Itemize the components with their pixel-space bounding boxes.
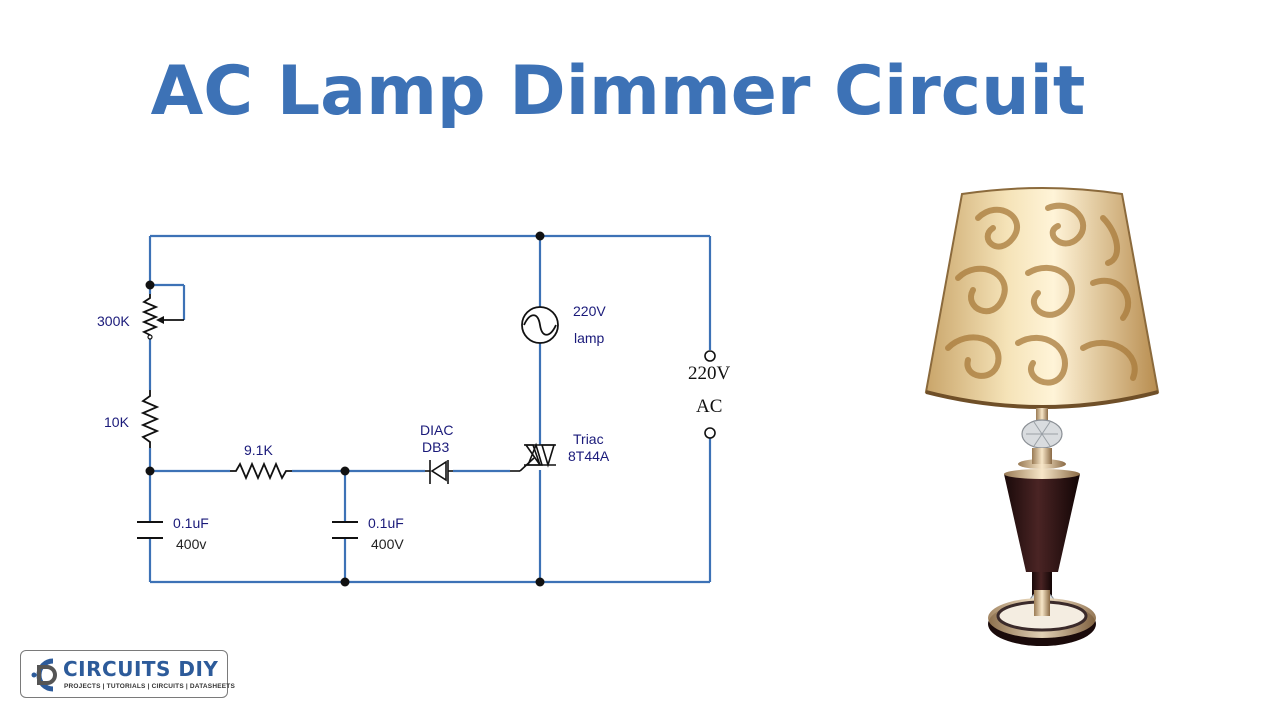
lamp-name-label: lamp	[574, 330, 605, 346]
resistor-10k	[140, 390, 160, 448]
triac-symbol	[510, 442, 556, 472]
cap2-voltage-label: 400V	[371, 536, 404, 552]
cap1-voltage-label: 400v	[176, 536, 206, 552]
lamp-symbol	[521, 306, 559, 344]
source-type-label: AC	[696, 396, 722, 417]
capacitor-2	[332, 521, 358, 539]
source-voltage-label: 220V	[688, 363, 731, 384]
cap2-value-label: 0.1uF	[368, 515, 404, 531]
lamp-voltage-label: 220V	[573, 303, 606, 319]
diac-part-label: DB3	[422, 439, 449, 455]
triac-part-label: 8T44A	[568, 448, 610, 464]
logo-tagline: PROJECTS | TUTORIALS | CIRCUITS | DATASH…	[64, 683, 235, 690]
ac-terminals	[704, 350, 716, 439]
potentiometer-300k	[141, 294, 184, 340]
resistor-9k1-label: 9.1K	[244, 442, 273, 458]
table-lamp-photo	[924, 187, 1160, 646]
logo-brand-text: CIRCUITS DIY	[63, 657, 219, 681]
diac-name-label: DIAC	[420, 422, 453, 438]
circuit-diagram: 300K 10K 9.1K 0.1uF 400v 0.1uF 400V DIAC…	[97, 231, 731, 587]
diac-symbol	[425, 460, 453, 484]
capacitor-1	[137, 521, 163, 539]
resistor-9k1	[230, 461, 292, 481]
pot-label: 300K	[97, 313, 130, 329]
triac-name-label: Triac	[573, 431, 604, 447]
resistor-10k-label: 10K	[104, 414, 130, 430]
cap1-value-label: 0.1uF	[173, 515, 209, 531]
page-title: AC Lamp Dimmer Circuit	[150, 52, 1086, 131]
circuits-diy-logo-icon	[31, 658, 57, 692]
circuits-diy-logo[interactable]: CIRCUITS DIY PROJECTS | TUTORIALS | CIRC…	[20, 650, 235, 698]
wires	[148, 234, 712, 584]
junction-nodes	[145, 231, 545, 587]
